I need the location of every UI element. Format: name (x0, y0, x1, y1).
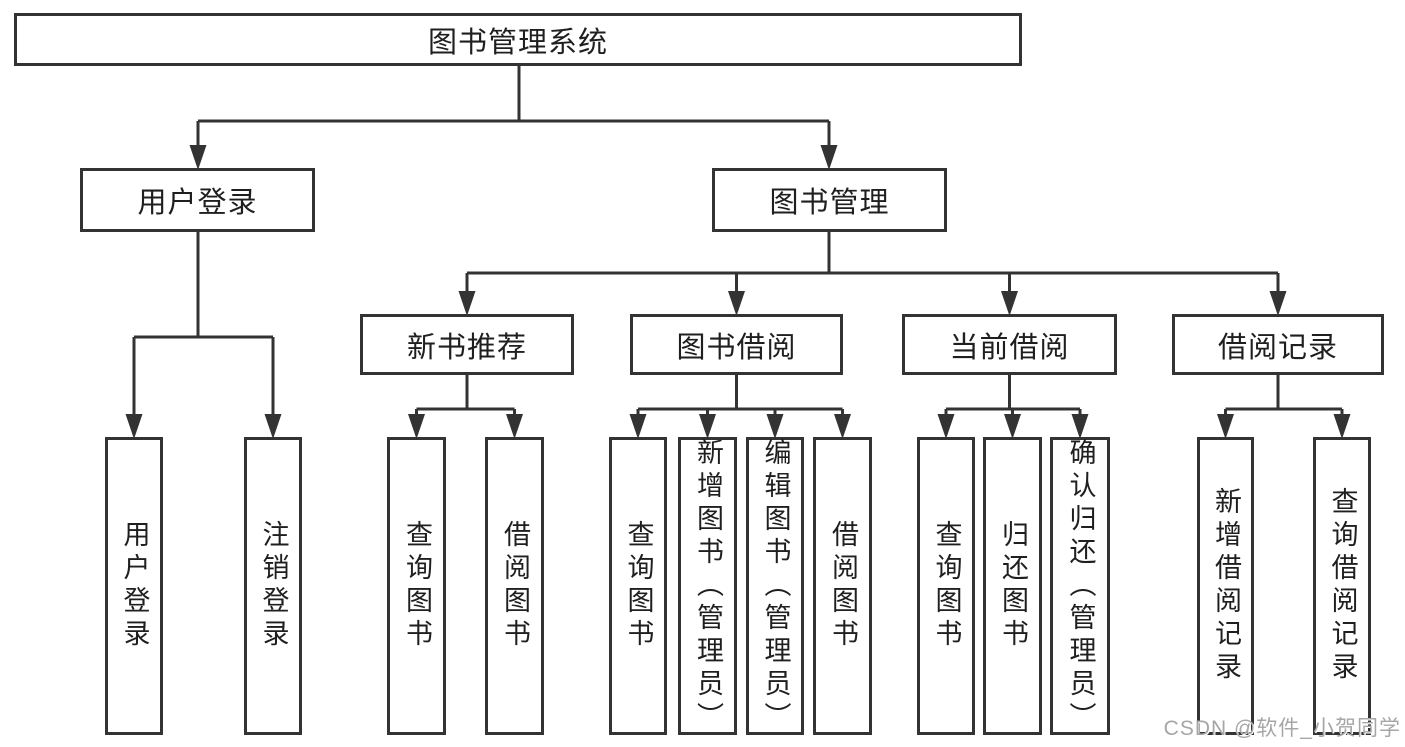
node-new-book-recommend: 新书推荐 (360, 314, 574, 375)
leaf-borrowing-query-book: 查询图书 (609, 437, 667, 735)
node-borrow-records-label: 借阅记录 (1217, 331, 1338, 364)
watermark: CSDN @软件_小贺同学 (1163, 717, 1401, 740)
node-root-system: 图书管理系统 (14, 13, 1022, 66)
leaf-current-query-book-label: 查询图书 (931, 520, 962, 652)
node-book-management-label: 图书管理 (769, 187, 890, 219)
leaf-records-query-record: 查询借阅记录 (1313, 437, 1371, 735)
leaf-borrowing-edit-book-admin-label: 编辑图书（管理员） (760, 437, 791, 735)
leaf-current-return-book-label: 归还图书 (998, 520, 1028, 652)
node-user-login: 用户登录 (80, 168, 315, 232)
leaf-user-login: 用户登录 (105, 437, 163, 735)
leaf-current-query-book: 查询图书 (917, 437, 975, 735)
leaf-records-add-record-label: 新增借阅记录 (1211, 487, 1241, 685)
leaf-records-query-record-label: 查询借阅记录 (1327, 487, 1358, 685)
leaf-user-login-label: 用户登录 (119, 520, 150, 652)
leaf-newbook-query-book-label: 查询图书 (402, 520, 432, 652)
leaf-logout-label: 注销登录 (258, 520, 289, 652)
leaf-logout: 注销登录 (244, 437, 302, 735)
node-borrow-records: 借阅记录 (1172, 314, 1384, 375)
leaf-borrowing-borrow-book: 借阅图书 (813, 437, 872, 735)
leaf-newbook-query-book: 查询图书 (387, 437, 446, 735)
node-current-borrowing: 当前借阅 (902, 314, 1117, 375)
leaf-newbook-borrow-book-label: 借阅图书 (500, 520, 530, 652)
node-book-borrowing: 图书借阅 (630, 314, 843, 375)
leaf-borrowing-add-book-admin: 新增图书（管理员） (678, 437, 737, 735)
leaf-borrowing-edit-book-admin: 编辑图书（管理员） (746, 437, 804, 735)
leaf-current-confirm-return-admin-label: 确认归还（管理员） (1065, 437, 1096, 735)
leaf-borrowing-borrow-book-label: 借阅图书 (828, 520, 858, 652)
leaf-current-return-book: 归还图书 (983, 437, 1042, 735)
leaf-borrowing-add-book-admin-label: 新增图书（管理员） (693, 437, 723, 735)
node-current-borrowing-label: 当前借阅 (949, 331, 1070, 364)
leaf-records-add-record: 新增借阅记录 (1197, 437, 1254, 735)
node-new-book-recommend-label: 新书推荐 (406, 331, 527, 364)
leaf-current-confirm-return-admin: 确认归还（管理员） (1050, 437, 1110, 735)
node-book-management: 图书管理 (712, 168, 947, 232)
node-user-login-label: 用户登录 (137, 187, 258, 219)
leaf-newbook-borrow-book: 借阅图书 (485, 437, 544, 735)
node-book-borrowing-label: 图书借阅 (676, 331, 797, 364)
node-root-system-label: 图书管理系统 (427, 26, 608, 59)
leaf-borrowing-query-book-label: 查询图书 (623, 520, 654, 652)
